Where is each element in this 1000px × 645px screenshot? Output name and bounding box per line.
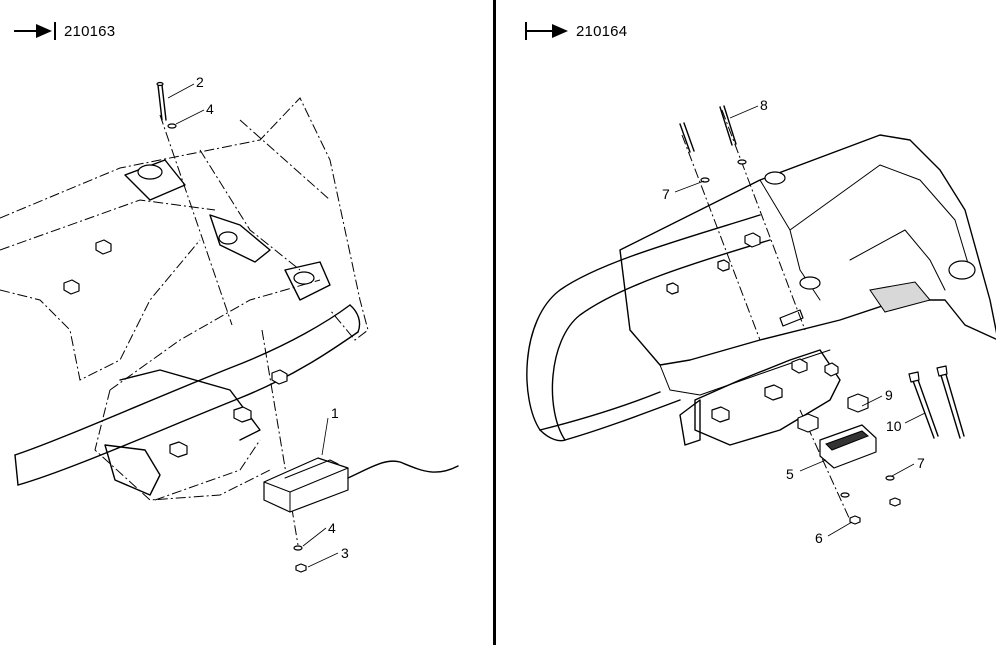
callout-9: 9: [885, 387, 893, 403]
right-callouts: 8 7 9 10 5 7 6: [662, 97, 926, 546]
callout-5: 5: [786, 466, 794, 482]
left-bumper-tube: [14, 304, 361, 486]
callout-6: 6: [815, 530, 823, 546]
callout-2: 2: [196, 74, 204, 90]
left-callouts: 1 2 3 4 4: [167, 74, 349, 568]
bar-to-arrow-icon: [525, 22, 568, 40]
right-exploded-view: 8 7 9 10 5 7 6: [526, 97, 996, 546]
callout-7a: 7: [662, 186, 670, 202]
callout-7b: 7: [917, 455, 925, 471]
callout-3: 3: [341, 545, 349, 561]
right-frame-body: [619, 134, 996, 446]
right-bumper-loop: [526, 214, 771, 442]
right-bolt-heads: [666, 232, 839, 423]
left-bolt-heads: [63, 239, 288, 458]
left-sensor-module: [263, 457, 459, 513]
left-serial-number: 210163: [64, 22, 116, 40]
panel-divider: [493, 0, 496, 645]
left-mount-bracket: [104, 159, 331, 496]
left-fasteners: [156, 81, 307, 573]
callout-1: 1: [331, 405, 339, 421]
right-fasteners: [679, 105, 965, 525]
callout-8: 8: [760, 97, 768, 113]
callout-10: 10: [886, 418, 902, 434]
right-serial-number: 210164: [576, 22, 628, 40]
arrow-to-bar-icon: [14, 22, 56, 40]
left-serial-header: 210163: [12, 20, 115, 42]
callout-4a: 4: [206, 101, 214, 117]
callout-4b: 4: [328, 520, 336, 536]
left-frame-phantom: [0, 97, 369, 501]
left-exploded-view: 1 2 3 4 4: [0, 74, 459, 573]
right-serial-header: 210164: [524, 20, 627, 42]
